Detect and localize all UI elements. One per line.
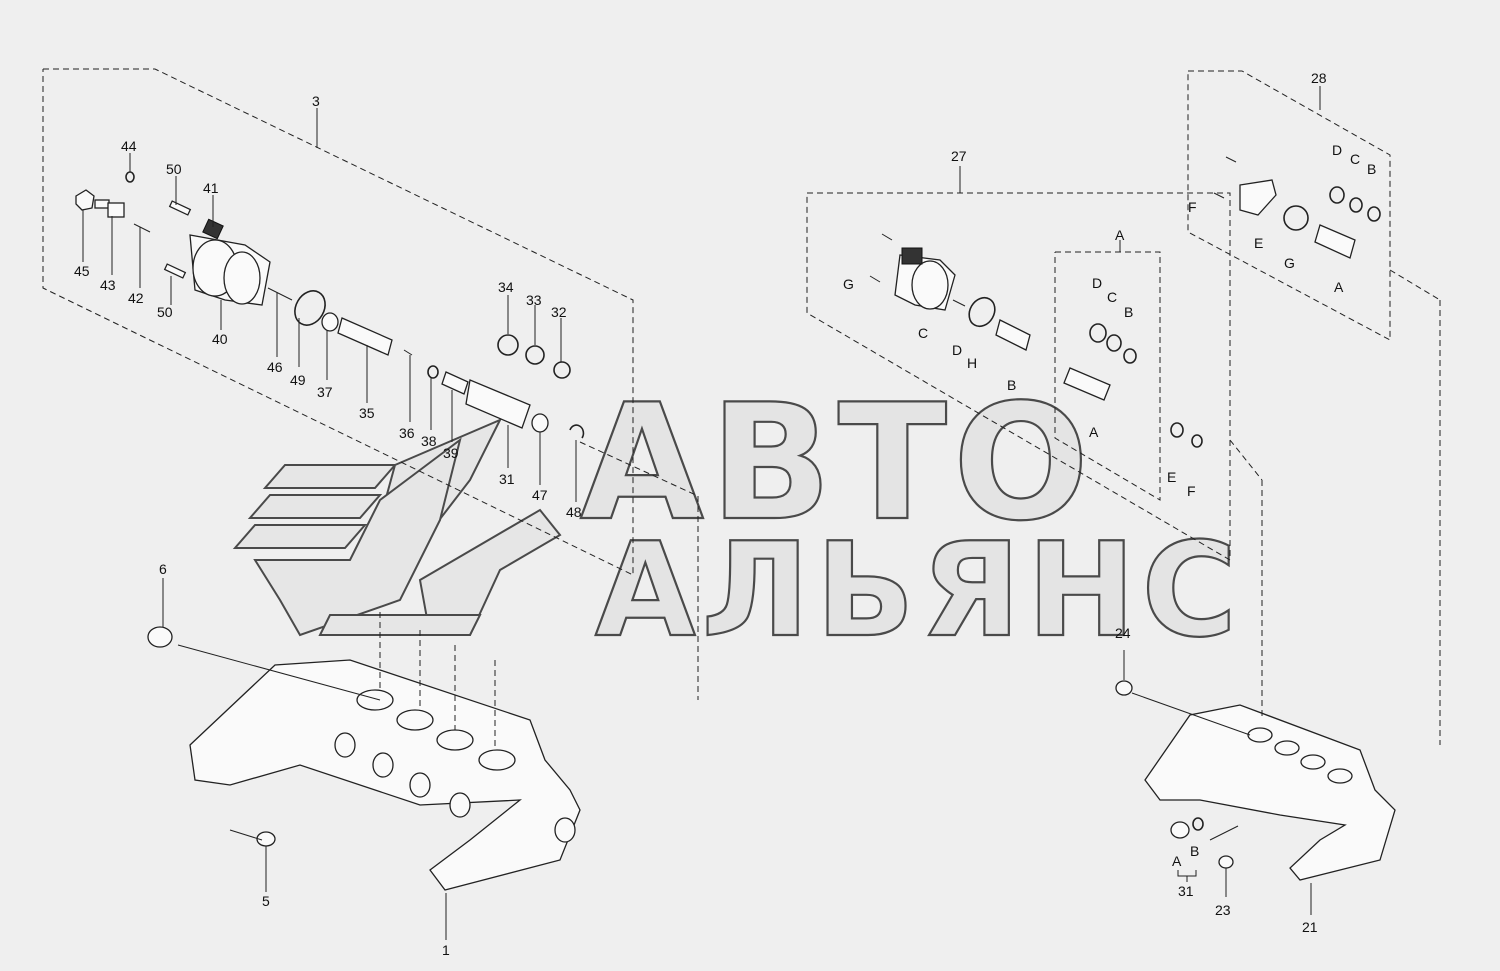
label-27-E: E bbox=[1167, 469, 1176, 485]
callout-labels: 3 44 50 41 45 43 42 50 40 46 49 37 35 36… bbox=[74, 70, 1376, 958]
label-27-D: D bbox=[952, 342, 962, 358]
label-27: 27 bbox=[951, 148, 967, 164]
label-47: 47 bbox=[532, 487, 548, 503]
valve-body-1 bbox=[147, 626, 581, 891]
watermark-logo: АВТО АЛЬЯНС bbox=[232, 368, 1243, 667]
label-31: 31 bbox=[499, 471, 515, 487]
label-48: 48 bbox=[566, 504, 582, 520]
label-27-H: H bbox=[967, 355, 977, 371]
label-36: 36 bbox=[399, 425, 415, 441]
valve-body-21 bbox=[1115, 680, 1396, 881]
leader-lines bbox=[82, 86, 1441, 940]
label-28-E: E bbox=[1254, 235, 1263, 251]
label-35: 35 bbox=[359, 405, 375, 421]
label-28-F: F bbox=[1188, 199, 1197, 215]
group-3-outline bbox=[42, 68, 634, 576]
label-28: 28 bbox=[1311, 70, 1327, 86]
label-50b: 50 bbox=[157, 304, 173, 320]
label-27-B: B bbox=[1007, 377, 1016, 393]
label-27-B2: B bbox=[1124, 304, 1133, 320]
label-1: 1 bbox=[442, 942, 450, 958]
label-27-A: A bbox=[1115, 227, 1125, 243]
label-42: 42 bbox=[128, 290, 144, 306]
label-43: 43 bbox=[100, 277, 116, 293]
group-28-parts bbox=[1213, 156, 1381, 259]
label-24: 24 bbox=[1115, 625, 1131, 641]
label-39: 39 bbox=[443, 445, 459, 461]
label-28-C: C bbox=[1350, 151, 1360, 167]
label-27-A2: A bbox=[1089, 424, 1099, 440]
label-21: 21 bbox=[1302, 919, 1318, 935]
group-28-outline bbox=[1187, 70, 1391, 341]
watermark-line2: АЛЬЯНС bbox=[595, 514, 1243, 666]
label-40: 40 bbox=[212, 331, 228, 347]
label-27-C2: C bbox=[1107, 289, 1117, 305]
label-46: 46 bbox=[267, 359, 283, 375]
label-23: 23 bbox=[1215, 902, 1231, 918]
label-28-B: B bbox=[1367, 161, 1376, 177]
label-31-A: A bbox=[1172, 853, 1182, 869]
label-37: 37 bbox=[317, 384, 333, 400]
label-28-A: A bbox=[1334, 279, 1344, 295]
label-32: 32 bbox=[551, 304, 567, 320]
label-31b: 31 bbox=[1178, 883, 1194, 899]
label-27-C: C bbox=[918, 325, 928, 341]
label-38: 38 bbox=[421, 433, 437, 449]
label-50a: 50 bbox=[166, 161, 182, 177]
label-41: 41 bbox=[203, 180, 219, 196]
group-3-parts bbox=[75, 171, 585, 439]
label-27-F: F bbox=[1187, 483, 1196, 499]
label-6: 6 bbox=[159, 561, 167, 577]
watermark-emblem bbox=[232, 418, 562, 637]
label-3: 3 bbox=[312, 93, 320, 109]
group-A-outline bbox=[1054, 251, 1161, 501]
label-5: 5 bbox=[262, 893, 270, 909]
label-31-B: B bbox=[1190, 843, 1199, 859]
group-27-outline bbox=[806, 192, 1231, 561]
group-27-parts bbox=[869, 233, 1203, 448]
label-27-G: G bbox=[843, 276, 854, 292]
label-27-D2: D bbox=[1092, 275, 1102, 291]
label-34: 34 bbox=[498, 279, 514, 295]
label-33: 33 bbox=[526, 292, 542, 308]
watermark-line1: АВТО bbox=[580, 369, 1095, 556]
label-28-D: D bbox=[1332, 142, 1342, 158]
label-28-G: G bbox=[1284, 255, 1295, 271]
label-49: 49 bbox=[290, 372, 306, 388]
label-45: 45 bbox=[74, 263, 90, 279]
label-44: 44 bbox=[121, 138, 137, 154]
